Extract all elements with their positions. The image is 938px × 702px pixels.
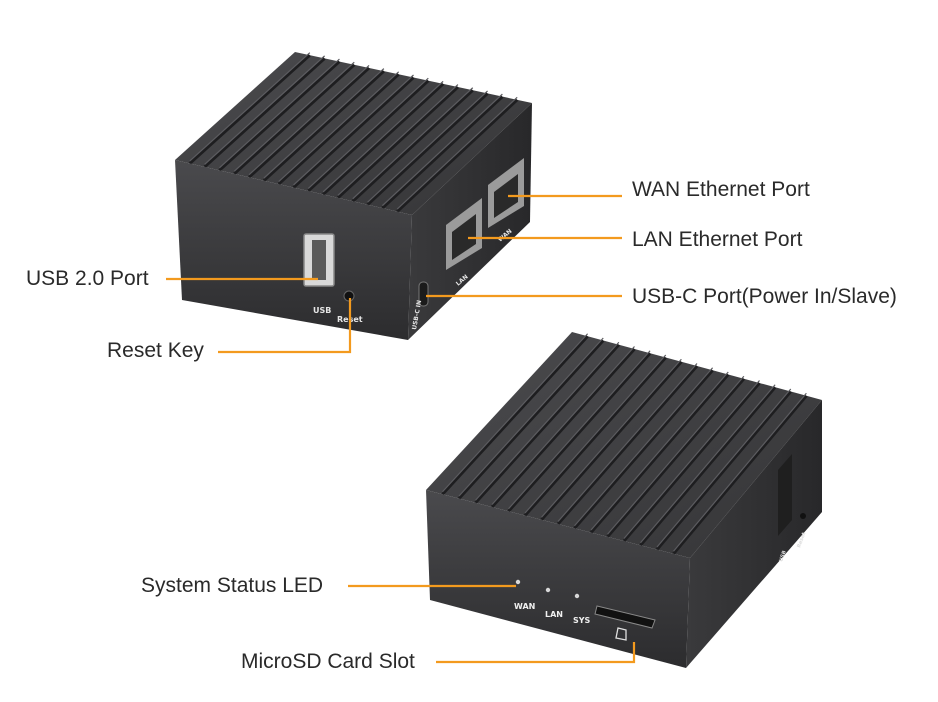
device1-fin-highlight	[219, 58, 340, 169]
device1-fin-highlight	[248, 64, 370, 176]
usb2-port-tongue	[312, 240, 326, 280]
callout-microsd-card-slot: MicroSD Card Slot	[241, 650, 415, 673]
silk-usb: USB	[313, 306, 331, 315]
leader-reset	[218, 298, 352, 354]
callout-lan-ethernet-port: LAN Ethernet Port	[632, 228, 803, 251]
device1-fin-groove	[396, 98, 519, 213]
device2-front-face	[426, 490, 690, 668]
silk-back-usb: USB	[778, 550, 788, 563]
device2-heatsink-top	[426, 332, 822, 558]
silk-back-reset: Reset	[796, 531, 807, 549]
usbc-port-shape	[418, 281, 429, 307]
device1-fin-groove	[203, 57, 326, 168]
callout-wan-ethernet-port: WAN Ethernet Port	[632, 178, 810, 201]
device2-fin-highlight	[623, 380, 760, 539]
device1-fin-highlight	[263, 68, 385, 179]
microsd-icon	[615, 627, 627, 641]
router-device-rear-view: USB Reset WAN LAN SYS	[426, 332, 822, 668]
device1-fin-highlight	[307, 77, 429, 189]
leader-lines	[166, 194, 636, 664]
device1-fin-groove	[322, 82, 445, 196]
device1-fin-groove	[188, 54, 311, 165]
led-sys	[574, 593, 580, 599]
device2-fin-highlight	[491, 346, 635, 505]
callout-usbc-port: USB-C Port(Power In/Slave)	[632, 285, 897, 308]
device1-fin-highlight	[322, 80, 444, 193]
device2-usb-port-shape	[778, 454, 792, 536]
device2-fin-groove	[639, 386, 777, 547]
device1-fin-groove	[307, 79, 430, 193]
device2-fin-highlight	[458, 337, 604, 497]
device2-reset-hole	[800, 513, 806, 519]
device2-fin-groove	[441, 335, 589, 496]
device2-fin-groove	[507, 352, 652, 513]
led-lan	[545, 587, 551, 593]
device2-fin-highlight	[590, 371, 729, 531]
device2-fin-groove	[606, 377, 746, 538]
device1-fin-groove	[233, 63, 356, 175]
wan-port-socket	[494, 174, 518, 218]
device2-heatsink-fins	[441, 333, 808, 555]
device2-fin-groove	[672, 394, 808, 555]
callout-system-status-led: System Status LED	[141, 574, 324, 597]
device2-fin-highlight	[475, 341, 620, 501]
device1-fin-highlight	[204, 55, 326, 165]
led-wan	[515, 579, 521, 585]
device2-fin-highlight	[673, 392, 807, 552]
callout-reset-key: Reset Key	[107, 339, 204, 362]
device1-fin-highlight	[189, 52, 311, 162]
lan-port-socket	[452, 214, 476, 260]
callout-usb2-port: USB 2.0 Port	[26, 267, 149, 290]
router-device-front-view: USB Reset USB-C IN LAN WAN	[175, 52, 532, 340]
device2-fin-highlight	[524, 354, 667, 514]
device2-fin-highlight	[541, 358, 682, 518]
device1-fin-groove	[218, 60, 341, 172]
device1-fin-groove	[336, 85, 459, 199]
device2-fin-highlight	[656, 388, 792, 548]
device2-fin-groove	[523, 356, 667, 517]
device2-fin-highlight	[574, 367, 714, 527]
device1-fin-groove	[351, 89, 474, 203]
device1-fin-highlight	[337, 84, 459, 196]
silk-led-sys: SYS	[573, 616, 591, 625]
device1-fin-groove	[277, 73, 400, 186]
device1-fin-groove	[248, 66, 371, 179]
device1-fin-groove	[262, 70, 385, 182]
device2-fin-groove	[655, 390, 792, 551]
silk-led-lan: LAN	[545, 610, 563, 619]
device1-fin-highlight	[381, 93, 503, 207]
device1-fin-highlight	[233, 61, 355, 172]
device2-fin-groove	[556, 365, 699, 525]
microsd-slot-shape	[594, 605, 656, 629]
device2-fin-highlight	[442, 333, 589, 493]
leader-microsd	[436, 642, 636, 664]
device1-fin-groove	[292, 76, 415, 189]
device2-fin-groove	[457, 339, 605, 500]
device1-fin-highlight	[396, 96, 518, 210]
device1-fin-highlight	[293, 74, 414, 186]
device1-heatsink-fins	[188, 52, 519, 213]
device1-fin-highlight	[278, 71, 400, 183]
device1-fin-groove	[366, 92, 489, 206]
device2-fin-groove	[490, 347, 636, 509]
silk-led-wan: WAN	[514, 602, 535, 611]
device2-fin-groove	[589, 373, 730, 534]
device2-fin-groove	[622, 382, 761, 542]
device1-fin-highlight	[352, 87, 474, 200]
device2-fin-highlight	[508, 350, 651, 510]
device2-fin-highlight	[607, 375, 745, 535]
device1-fin-highlight	[367, 90, 488, 203]
device2-fin-groove	[573, 369, 714, 530]
device2-fin-groove	[540, 360, 683, 521]
device1-fin-groove	[381, 95, 504, 210]
device2-fin-groove	[474, 343, 620, 504]
device2-fin-highlight	[640, 384, 776, 544]
device2-fin-highlight	[557, 363, 698, 522]
